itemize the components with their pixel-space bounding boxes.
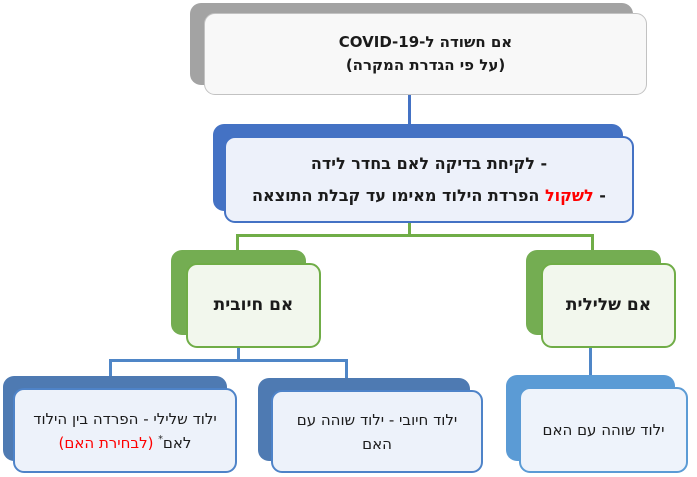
- connector-blue-middle-stub: [345, 359, 348, 382]
- node-newborn-positive-stays: ילוד חיובי - ילוד שוהה עם האם: [271, 390, 483, 473]
- newborn-positive-text: ילוד חיובי - ילוד שוהה עם האם: [296, 410, 458, 453]
- node-newborn-negative-separation: ילוד שלילי - הפרדה בין הילוד לאם* (לבחיר…: [13, 388, 237, 473]
- mother-positive-label: אם חיובית: [213, 294, 294, 315]
- connector-green-stem: [408, 222, 411, 235]
- newborn-with-mother-text: ילוד שוהה עם האם: [542, 421, 665, 439]
- node-mother-positive: אם חיובית: [186, 263, 321, 348]
- node-newborn-stays-with-mother: ילוד שוהה עם האם: [519, 387, 688, 473]
- connector-blue-stem-left: [237, 347, 240, 361]
- connector-blue-left-stub: [109, 359, 112, 380]
- connector-blue-horizontal: [109, 359, 348, 362]
- mother-suspected-line1: אם חשודה ל-COVID-19: [338, 32, 513, 51]
- connector-root-to-assessment: [408, 95, 411, 125]
- assessment-line2: - לשקול הפרדת הילוד מאימו עד קבלת התוצאה: [252, 185, 606, 205]
- connector-green-horizontal: [236, 234, 594, 237]
- connector-green-left-stub: [236, 234, 239, 256]
- node-mother-negative: אם שלילית: [541, 263, 676, 348]
- mother-negative-label: אם שלילית: [565, 294, 652, 315]
- connector-green-right-stub: [591, 234, 594, 256]
- connector-blue-stem-right: [589, 347, 592, 377]
- mother-suspected-line2: (על פי הגדרת המקרה): [345, 56, 506, 74]
- assessment-line1: - לקיחת בדיקה לאם בחדר לידה: [310, 153, 548, 173]
- node-test-and-consider-separation: - לקיחת בדיקה לאם בחדר לידה - לשקול הפרד…: [224, 136, 634, 223]
- node-mother-suspected: אם חשודה ל-COVID-19 (על פי הגדרת המקרה): [204, 13, 647, 95]
- newborn-negative-text: ילוד שלילי - הפרדה בין הילוד לאם* (לבחיר…: [33, 409, 217, 452]
